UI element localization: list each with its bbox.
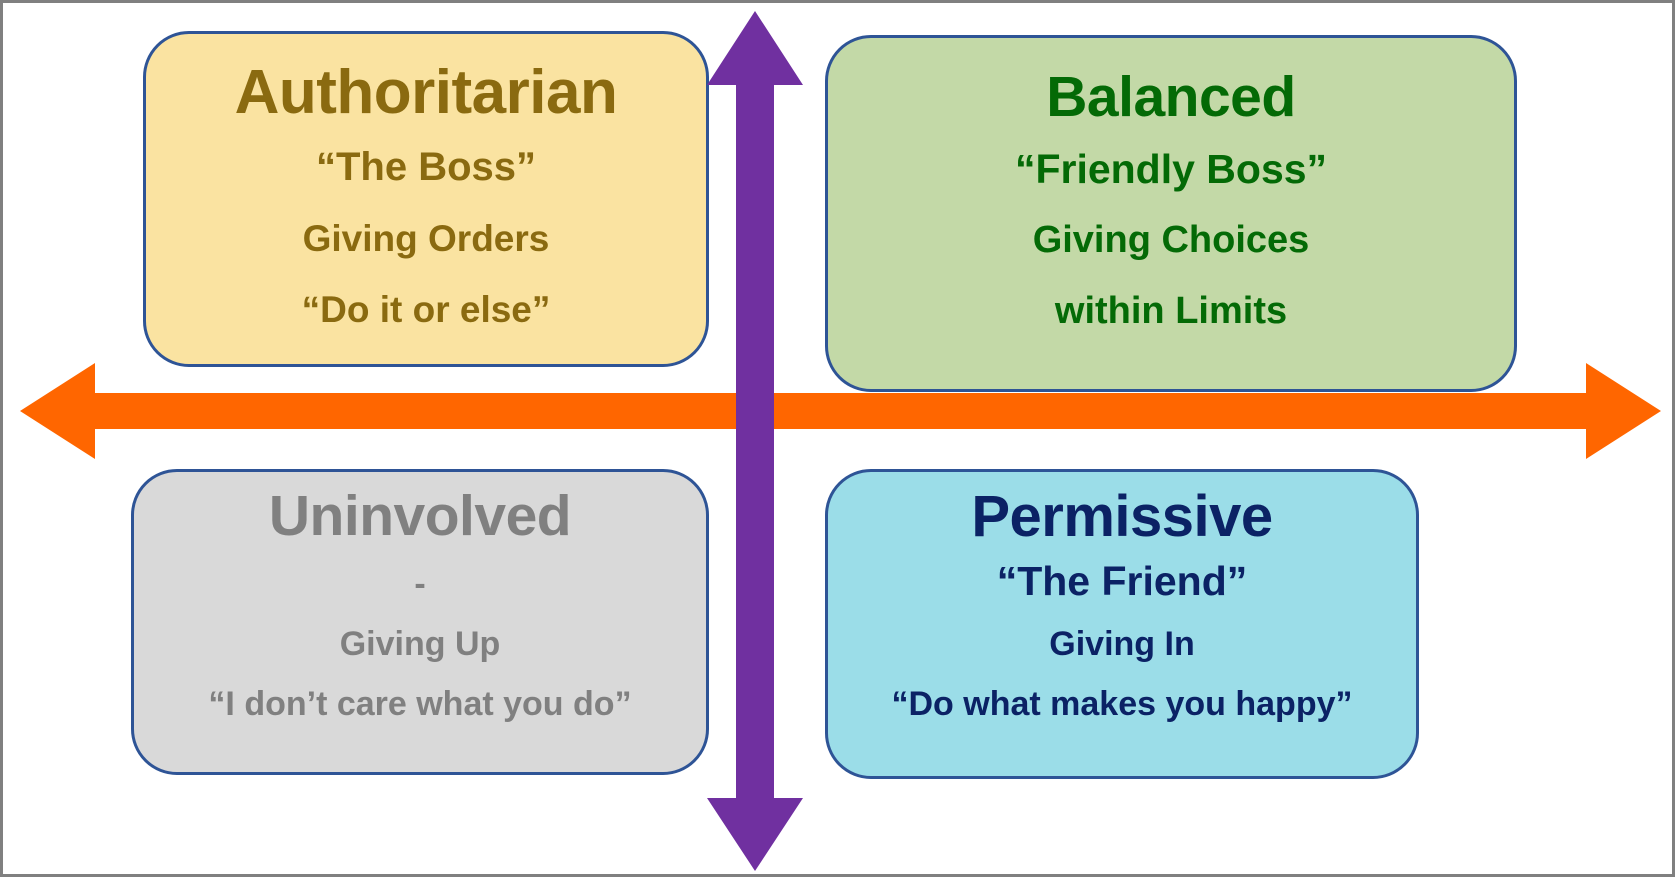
quadrant-nickname: “Friendly Boss” [1014, 146, 1328, 192]
quadrant-nickname: - [414, 565, 426, 603]
quadrant-title: Balanced [1046, 65, 1296, 129]
quadrant-nickname: “The Boss” [315, 145, 537, 189]
vertical-axis-arrow-icon [707, 11, 803, 871]
quadrant-title: Uninvolved [268, 484, 572, 548]
quadrant-desc-line-1: Giving In [1049, 625, 1195, 664]
quadrant-desc-line-2: “Do it or else” [301, 289, 551, 331]
quadrant-nickname: “The Friend” [996, 558, 1248, 604]
quadrant-title: Authoritarian [234, 58, 618, 127]
quadrant-desc-line-1: Giving Up [339, 624, 501, 663]
quadrant-desc-line-2: within Limits [1054, 289, 1288, 332]
quadrant-desc-line-2: “I don’t care what you do” [208, 684, 632, 723]
quadrant-card-balanced[interactable]: Balanced “Friendly Boss” Giving Choices … [825, 35, 1517, 392]
quadrant-desc-line-1: Giving Choices [1032, 219, 1310, 262]
quadrant-card-uninvolved[interactable]: Uninvolved - Giving Up “I don’t care wha… [131, 469, 709, 775]
quadrant-desc-line-1: Giving Orders [302, 218, 550, 259]
quadrant-title: Permissive [971, 484, 1273, 549]
quadrant-desc-line-2: “Do what makes you happy” [891, 685, 1353, 724]
quadrant-card-authoritarian[interactable]: Authoritarian “The Boss” Giving Orders “… [143, 31, 709, 367]
quadrant-card-permissive[interactable]: Permissive “The Friend” Giving In “Do wh… [825, 469, 1419, 779]
